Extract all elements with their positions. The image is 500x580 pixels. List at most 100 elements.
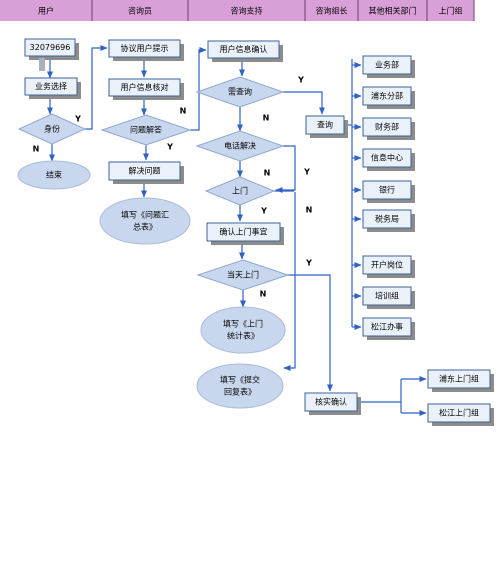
box-body xyxy=(108,161,181,181)
ellipse-body xyxy=(17,160,91,190)
box-body xyxy=(24,38,76,57)
node-fill-visit-stats-label: 填写《上门 xyxy=(223,319,263,329)
node-query-label: 查询 xyxy=(317,120,333,130)
box-body xyxy=(207,40,280,59)
box-body xyxy=(206,222,281,242)
node-visit-group-0: 浦东上门组 xyxy=(427,369,494,392)
header-col-0: 用户 xyxy=(38,6,54,16)
node-dept-8-label: 松江办事 xyxy=(371,322,403,332)
branch-label: Y xyxy=(305,259,312,268)
diamond-body xyxy=(100,114,192,146)
node-user-info-check-label: 用户信息核对 xyxy=(121,82,169,92)
branch-label: Y xyxy=(260,207,267,216)
diamond-body xyxy=(17,113,87,145)
node-visit-group-0-label: 浦东上门组 xyxy=(439,374,479,384)
header-col-2: 咨询支持 xyxy=(231,6,263,16)
connector xyxy=(275,145,296,193)
node-protocol-prompt: 协议用户提示 xyxy=(108,39,184,61)
branch-label: N xyxy=(264,169,271,178)
node-user-info-confirm-label: 用户信息确认 xyxy=(220,44,268,54)
diamond-body xyxy=(204,176,276,206)
node-dept-1-label: 浦东分部 xyxy=(371,91,403,101)
node-solve-problem: 解决问题 xyxy=(108,161,184,184)
node-fill-submit-reply-label: 回复表》 xyxy=(224,387,256,397)
branch-label: Y xyxy=(303,168,310,177)
node-phone-solve-label: 电话解决 xyxy=(224,141,256,151)
box-body xyxy=(362,148,412,168)
header-bar xyxy=(0,0,474,21)
header-col-1: 咨询员 xyxy=(128,6,152,16)
branch-label: Y xyxy=(166,143,173,152)
node-need-query-label: 需查询 xyxy=(228,87,252,97)
node-dept-2-label: 财务部 xyxy=(375,122,399,132)
connector xyxy=(288,274,333,392)
node-dept-2: 财务部 xyxy=(362,117,415,140)
node-visit-group-1-label: 松江上门组 xyxy=(439,408,479,418)
node-dept-6-label: 开户岗位 xyxy=(371,260,403,270)
node-phone-number: 32079696 xyxy=(24,38,79,60)
node-need-query: 需查询 xyxy=(195,76,285,108)
node-verify-confirm-label: 核实确认 xyxy=(315,397,347,407)
node-dept-3-label: 信息中心 xyxy=(371,153,403,163)
node-visit: 上门 xyxy=(204,176,276,206)
node-fill-submit-reply-label: 填写《提交 xyxy=(220,375,260,385)
node-user-info-check: 用户信息核对 xyxy=(108,78,184,100)
ellipse-body xyxy=(200,306,286,354)
box-body xyxy=(362,209,412,229)
branch-label: N xyxy=(263,114,270,123)
node-dept-1: 浦东分部 xyxy=(362,86,415,109)
box-body xyxy=(304,392,358,412)
node-solve-problem-label: 解决问题 xyxy=(129,166,161,176)
node-end-label: 结束 xyxy=(46,170,62,180)
swimlane-header: 用户咨询员咨询支持咨询组长其他相关部门上门组 xyxy=(0,0,475,21)
node-identity: 身份 xyxy=(17,113,87,145)
node-dept-6: 开户岗位 xyxy=(362,255,415,278)
box-body xyxy=(362,180,412,200)
node-fill-summary-label: 填写《问题汇 xyxy=(121,210,169,220)
box-body xyxy=(362,286,412,306)
branch-label: Y xyxy=(297,76,304,85)
node-dept-4: 银行 xyxy=(362,180,415,203)
connector xyxy=(283,91,325,115)
node-dept-0: 业务部 xyxy=(362,55,415,78)
diamond-body xyxy=(196,259,290,291)
node-confirm-visit-label: 确认上门事宜 xyxy=(220,227,268,237)
node-identity-label: 身份 xyxy=(44,124,60,134)
node-fill-visit-stats-label: 统计表》 xyxy=(227,331,259,341)
branch-label: N xyxy=(33,145,40,154)
node-fill-summary-label: 总表》 xyxy=(133,222,157,232)
node-same-day-visit: 当天上门 xyxy=(196,259,290,291)
node-phone-number-label: 32079696 xyxy=(30,43,71,52)
box-body xyxy=(362,255,412,275)
branch-label: N xyxy=(260,290,267,299)
box-body xyxy=(24,77,78,96)
node-end: 结束 xyxy=(17,160,91,190)
box-body xyxy=(362,317,412,337)
box-body xyxy=(362,86,412,106)
connector xyxy=(85,45,108,130)
branch-label: N xyxy=(306,206,313,215)
node-user-info-confirm: 用户信息确认 xyxy=(207,40,283,62)
node-visit-label: 上门 xyxy=(232,186,248,196)
box-body xyxy=(362,55,412,75)
box-body xyxy=(305,115,345,135)
branch-label: N xyxy=(180,107,187,116)
node-dept-4-label: 银行 xyxy=(379,185,395,195)
node-protocol-prompt-label: 协议用户提示 xyxy=(121,43,169,53)
box-body xyxy=(108,39,181,58)
node-dept-7-label: 培训组 xyxy=(375,291,399,301)
diamond-body xyxy=(195,130,285,162)
box-body xyxy=(108,78,181,97)
node-dept-5: 税务局 xyxy=(362,209,415,232)
node-same-day-visit-label: 当天上门 xyxy=(227,270,259,280)
node-business-select: 业务选择 xyxy=(24,77,81,99)
connector xyxy=(190,47,207,131)
node-query: 查询 xyxy=(305,115,348,138)
node-dept-8: 松江办事 xyxy=(362,317,415,340)
cursor-mark xyxy=(39,58,45,71)
node-question-answer: 问题解答 xyxy=(100,114,192,146)
